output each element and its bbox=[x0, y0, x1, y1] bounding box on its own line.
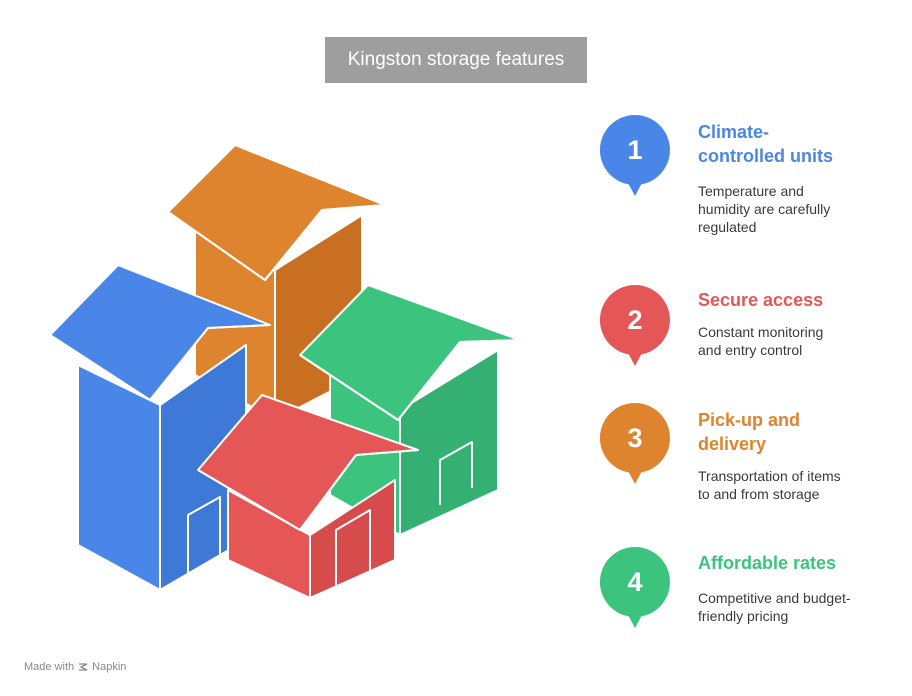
page-title: Kingston storage features bbox=[325, 37, 587, 83]
feature-description: Temperature and humidity are carefully r… bbox=[698, 183, 831, 235]
feature-number: 4 bbox=[627, 566, 643, 597]
storage-buildings-illustration bbox=[49, 144, 521, 599]
footer-made-with: Made with bbox=[24, 661, 75, 673]
feature-title: Climate- controlled units bbox=[698, 122, 833, 166]
feature-description: Constant monitoring and entry control bbox=[698, 324, 824, 358]
feature-number: 2 bbox=[627, 304, 643, 335]
red-building bbox=[197, 394, 419, 599]
pin-marker-icon bbox=[600, 547, 670, 628]
pin-marker-icon bbox=[600, 285, 670, 366]
footer-brand: Napkin bbox=[92, 661, 127, 673]
feature-title: Affordable rates bbox=[698, 553, 837, 573]
pin-marker-icon bbox=[600, 115, 670, 196]
feature-description: Competitive and budget- friendly pricing bbox=[698, 590, 851, 624]
feature-title: Secure access bbox=[698, 290, 824, 310]
green-building bbox=[299, 284, 521, 536]
napkin-logo-icon bbox=[79, 663, 88, 671]
feature-title: Pick-up and delivery bbox=[698, 410, 801, 454]
feature-description: Transportation of items to and from stor… bbox=[698, 468, 841, 502]
page-title-text: Kingston storage features bbox=[347, 49, 565, 70]
feature-number: 3 bbox=[627, 422, 643, 453]
footer-credit: Made with Napkin bbox=[24, 661, 126, 673]
feature-number: 1 bbox=[627, 134, 643, 165]
pin-marker-icon bbox=[600, 403, 670, 484]
